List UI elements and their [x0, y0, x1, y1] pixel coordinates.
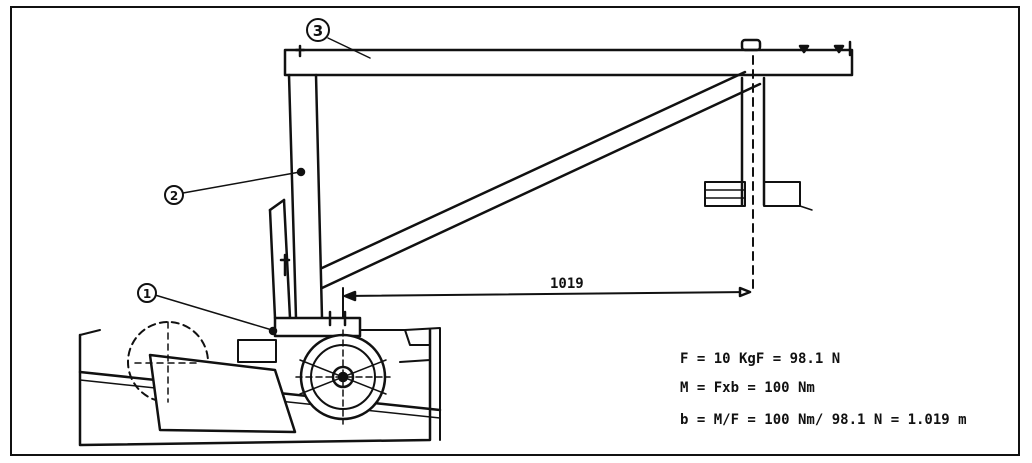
- dimension-label: 1019: [550, 276, 584, 292]
- callout-2-label: 2: [170, 189, 178, 203]
- callout-1: 1: [137, 283, 157, 303]
- hanging-load: [704, 55, 813, 293]
- equation-moment: M = Fxb = 100 Nm: [680, 380, 815, 396]
- callout-2: 2: [164, 185, 184, 205]
- gear-wheel: [295, 329, 391, 425]
- callout-3: 3: [306, 18, 330, 42]
- vertical-column: [268, 73, 324, 320]
- equations-block: F = 10 KgF = 98.1 N M = Fxb = 100 Nm b =…: [680, 351, 967, 428]
- equation-force: F = 10 KgF = 98.1 N: [680, 351, 840, 367]
- drawing-frame: [10, 6, 1020, 456]
- callout-3-label: 3: [313, 22, 323, 40]
- equation-lever-arm: b = M/F = 100 Nm/ 98.1 N = 1.019 m: [680, 412, 967, 428]
- dimension-line: [342, 286, 752, 319]
- top-beam: [283, 38, 854, 77]
- diagonal-brace: [320, 70, 762, 290]
- motor: [127, 321, 297, 434]
- callout-1-label: 1: [143, 287, 151, 301]
